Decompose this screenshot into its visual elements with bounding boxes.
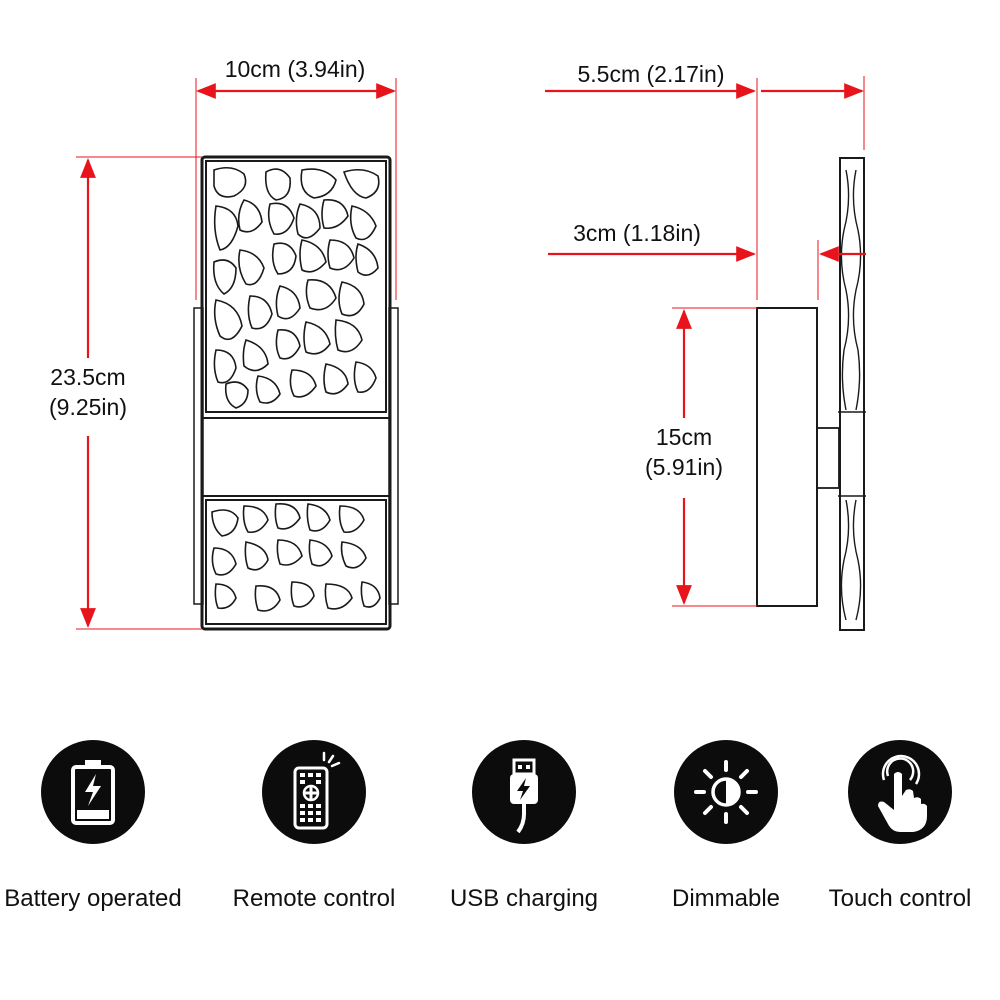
feature-battery: Battery operated <box>0 740 193 912</box>
feature-remote: Remote control <box>214 740 414 912</box>
feature-label: Remote control <box>232 885 396 912</box>
height-cm-label: 23.5cm <box>50 364 126 390</box>
feature-usb: USB charging <box>424 740 624 912</box>
plate-depth-label: 3cm (1.18in) <box>573 220 701 246</box>
lower-pebble-pattern <box>211 502 381 612</box>
side-depth-label: 5.5cm (2.17in) <box>577 61 725 87</box>
upper-pebble-pattern <box>212 166 380 409</box>
side-view-lamp <box>756 157 866 631</box>
usb-cable-icon <box>472 740 576 844</box>
remote-control-icon <box>262 740 366 844</box>
feature-dimmable: Dimmable <box>626 740 826 912</box>
plate-height-in-label: (5.91in) <box>645 454 723 480</box>
feature-touch: Touch control <box>800 740 1000 912</box>
battery-charging-icon <box>41 740 145 844</box>
brightness-icon <box>674 740 778 844</box>
side-dimension-lines <box>545 76 866 607</box>
height-in-label: (9.25in) <box>49 394 127 420</box>
feature-label: USB charging <box>449 885 599 912</box>
front-dimension-lines <box>76 78 397 630</box>
touch-hand-icon <box>848 740 952 844</box>
front-view-lamp <box>193 155 399 631</box>
feature-label: Dimmable <box>671 885 781 912</box>
plate-height-cm-label: 15cm <box>655 424 713 450</box>
feature-label: Touch control <box>828 885 972 912</box>
front-width-label: 10cm (3.94in) <box>224 56 366 82</box>
feature-label: Battery operated <box>4 885 182 912</box>
